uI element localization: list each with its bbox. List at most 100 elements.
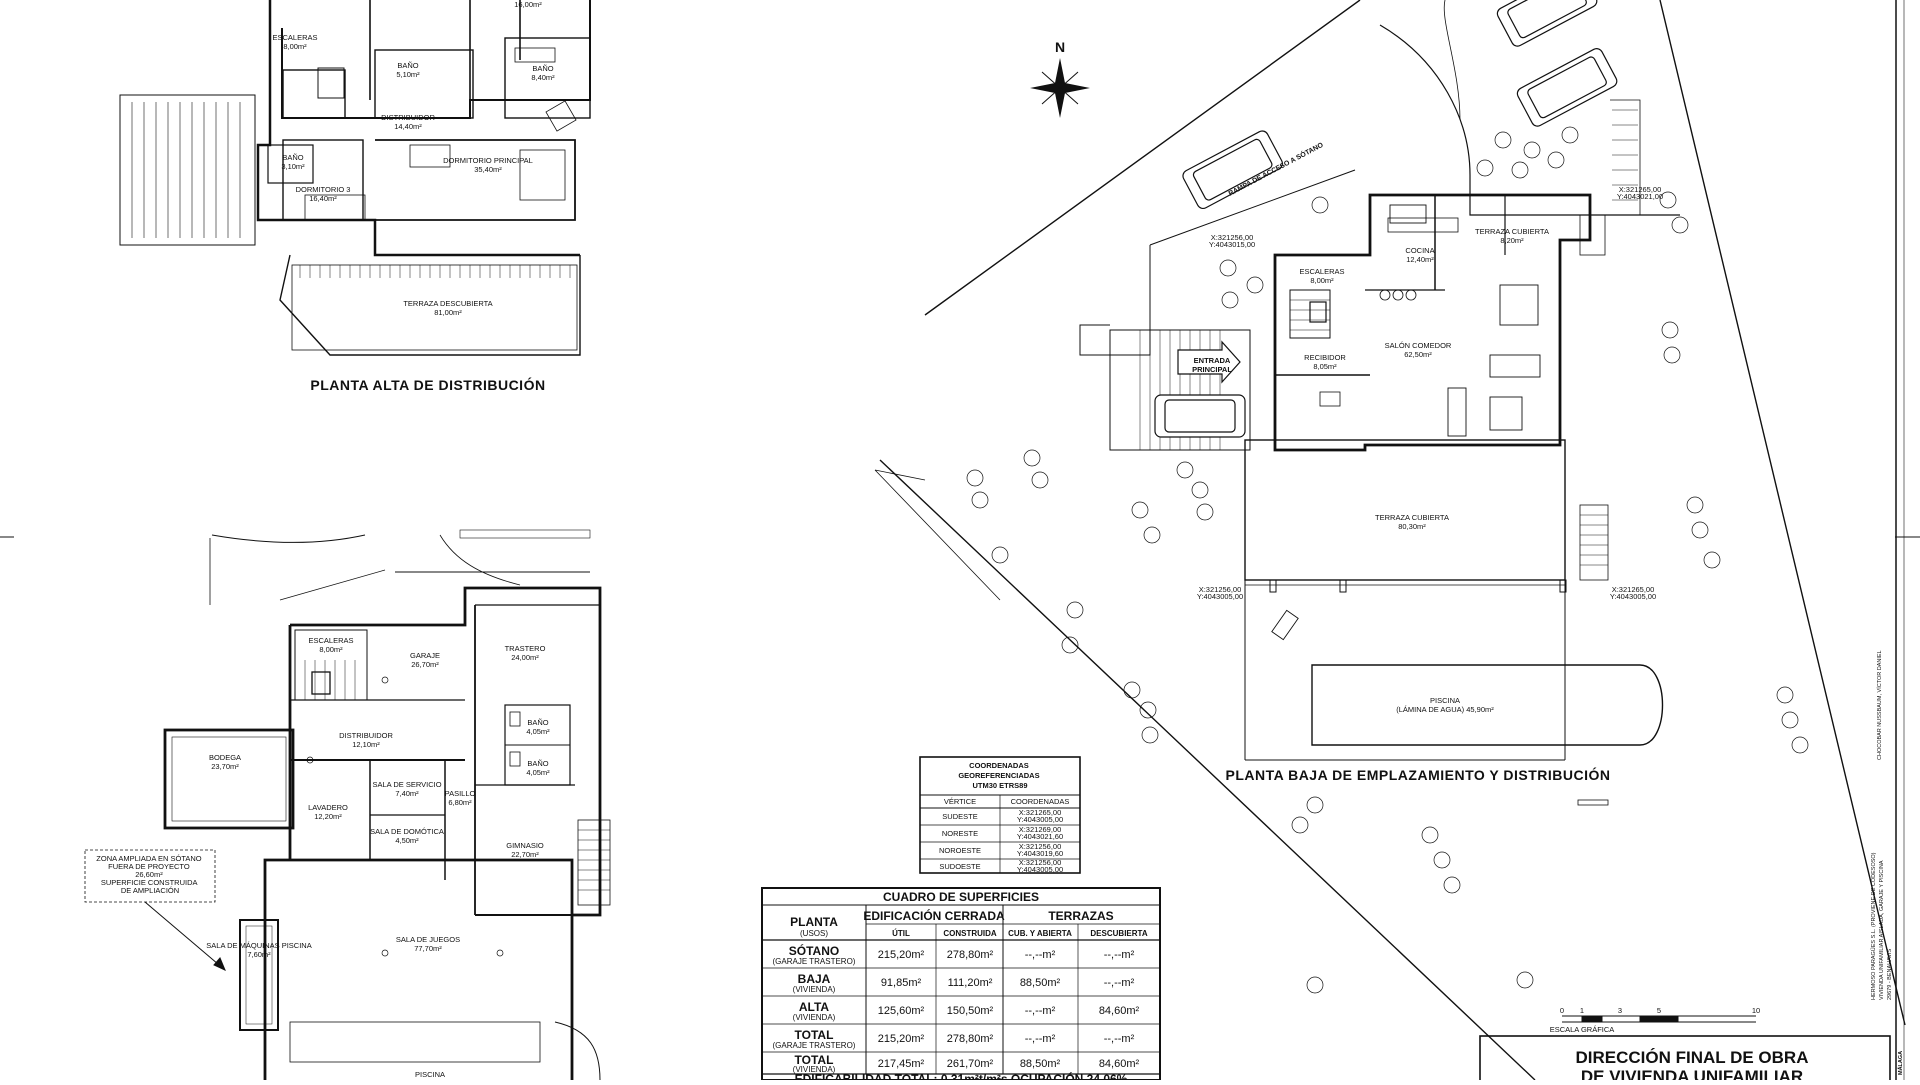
- upper-plan-title: PLANTA ALTA DE DISTRIBUCIÓN: [310, 376, 545, 393]
- svg-text:0: 0: [1560, 1006, 1564, 1015]
- svg-text:TOTAL: TOTAL: [795, 1028, 834, 1042]
- svg-text:88,50m²: 88,50m²: [1020, 1058, 1061, 1070]
- svg-text:ÚTIL: ÚTIL: [892, 929, 910, 938]
- svg-text:MÁLAGA: MÁLAGA: [1897, 1051, 1904, 1075]
- surface-row: TOTAL (GARAJE TRASTERO) 215,20m² 278,80m…: [773, 1028, 1135, 1050]
- svg-text:(GARAJE TRASTERO): (GARAJE TRASTERO): [773, 957, 856, 966]
- graphic-scale: 0 1 3 5 10 ESCALA GRÁFICA: [1550, 1006, 1760, 1034]
- surface-row: TOTAL (VIVIENDA) 217,45m² 261,70m² 88,50…: [793, 1053, 1140, 1074]
- surface-row: BAJA (VIVIENDA) 91,85m² 111,20m² 88,50m²…: [793, 972, 1135, 994]
- svg-text:CUB. Y ABIERTA: CUB. Y ABIERTA: [1008, 929, 1072, 938]
- trees: [966, 126, 1809, 994]
- svg-text:3: 3: [1618, 1006, 1622, 1015]
- svg-text:N: N: [1055, 39, 1065, 55]
- coordinates-table: COORDENADAS GEOREFERENCIADAS UTM30 ETRS8…: [919, 756, 1081, 874]
- svg-text:215,20m²: 215,20m²: [878, 1033, 925, 1045]
- svg-text:TOTAL: TOTAL: [795, 1053, 834, 1067]
- svg-text:BAJA: BAJA: [798, 972, 831, 986]
- svg-text:150,50m²: 150,50m²: [947, 1005, 994, 1017]
- svg-text:10: 10: [1752, 1006, 1760, 1015]
- svg-text:(VIVIENDA): (VIVIENDA): [793, 1065, 836, 1074]
- svg-text:(GARAJE TRASTERO): (GARAJE TRASTERO): [773, 1041, 856, 1050]
- svg-text:DESCUBIERTA: DESCUBIERTA: [1090, 929, 1147, 938]
- svg-text:NOROESTE: NOROESTE: [939, 846, 981, 855]
- svg-text:PLANTA: PLANTA: [790, 915, 838, 929]
- surface-row: SÓTANO (GARAJE TRASTERO) 215,20m² 278,80…: [773, 943, 1135, 966]
- svg-text:261,70m²: 261,70m²: [947, 1058, 994, 1070]
- svg-text:PISCINA: PISCINA: [415, 1070, 445, 1079]
- svg-text:TERRAZAS: TERRAZAS: [1048, 909, 1113, 923]
- north-arrow-icon: N: [1030, 39, 1090, 118]
- svg-text:ESCALA GRÁFICA: ESCALA GRÁFICA: [1550, 1025, 1615, 1034]
- svg-text:SUDOESTE: SUDOESTE: [939, 862, 980, 871]
- svg-text:--,--m²: --,--m²: [1104, 977, 1135, 989]
- svg-text:EDIFICACIÓN CERRADA: EDIFICACIÓN CERRADA: [863, 908, 1005, 923]
- svg-text:DORMITORIO 316,40m²: DORMITORIO 316,40m²: [296, 185, 351, 203]
- svg-text:--,--m²: --,--m²: [1104, 949, 1135, 961]
- side-info: HERMOSO PARAGÜES S.L. (PROVIENE DE CODES…: [1870, 650, 1904, 1075]
- svg-text:X:321256,00Y:4043019,60: X:321256,00Y:4043019,60: [1017, 842, 1063, 858]
- ground-plan-title: PLANTA BAJA DE EMPLAZAMIENTO Y DISTRIBUC…: [1225, 766, 1610, 783]
- svg-text:1: 1: [1580, 1006, 1584, 1015]
- svg-text:SÓTANO: SÓTANO: [789, 943, 839, 958]
- svg-text:(VIVIENDA): (VIVIENDA): [793, 1013, 836, 1022]
- svg-text:DE VIVIENDA UNIFAMILIAR: DE VIVIENDA UNIFAMILIAR: [1581, 1067, 1803, 1080]
- svg-text:X:321265,00Y:4043005,00: X:321265,00Y:4043005,00: [1017, 808, 1063, 824]
- svg-text:PISCINA(LÁMINA DE AGUA) 45,90m: PISCINA(LÁMINA DE AGUA) 45,90m²: [1396, 696, 1494, 714]
- svg-text:5: 5: [1657, 1006, 1661, 1015]
- svg-text:COORDENADAS GEOREFERENCI: COORDENADAS GEOREFERENCIADAS UTM30 ETRS8…: [958, 761, 1041, 790]
- svg-text:HERMOSO PARAGÜES S.L. (PROVIEN: HERMOSO PARAGÜES S.L. (PROVIENE DE CODES…: [1870, 852, 1877, 1000]
- svg-text:SUDESTE: SUDESTE: [942, 812, 977, 821]
- svg-text:X:321265,00Y:4043005,00: X:321265,00Y:4043005,00: [1610, 585, 1656, 601]
- svg-text:111,20m²: 111,20m²: [948, 977, 993, 989]
- svg-text:278,80m²: 278,80m²: [947, 949, 994, 961]
- svg-text:X:321269,00Y:4043021,60: X:321269,00Y:4043021,60: [1017, 825, 1063, 841]
- svg-text:84,60m²: 84,60m²: [1099, 1005, 1140, 1017]
- svg-text:(VIVIENDA): (VIVIENDA): [793, 985, 836, 994]
- surface-table: CUADRO DE SUPERFICIES PLANTA (USOS) EDIF…: [761, 887, 1161, 1085]
- svg-text:--,--m²: --,--m²: [1025, 1005, 1056, 1017]
- svg-text:--,--m²: --,--m²: [1104, 1033, 1135, 1045]
- svg-text:X:321256,00Y:4043005,00: X:321256,00Y:4043005,00: [1017, 858, 1063, 874]
- svg-text:91,85m²: 91,85m²: [881, 977, 922, 989]
- svg-text:217,45m²: 217,45m²: [878, 1058, 925, 1070]
- svg-text:CONSTRUIDA: CONSTRUIDA: [943, 929, 997, 938]
- svg-text:215,20m²: 215,20m²: [878, 949, 925, 961]
- svg-text:125,60m²: 125,60m²: [878, 1005, 925, 1017]
- svg-text:29679 - BENAHAVIS: 29679 - BENAHAVIS: [1887, 948, 1893, 1000]
- svg-text:88,50m²: 88,50m²: [1020, 977, 1061, 989]
- svg-text:84,60m²: 84,60m²: [1099, 1058, 1140, 1070]
- svg-text:CHOCOBAR NUSSBAUM, VÍCTOR DANI: CHOCOBAR NUSSBAUM, VÍCTOR DANIEL: [1876, 650, 1883, 760]
- svg-text:NORESTE: NORESTE: [942, 829, 978, 838]
- svg-text:CUADRO DE SUPERFICIES: CUADRO DE SUPERFICIES: [883, 890, 1039, 904]
- svg-text:DIRECCIÓN FINAL DE OBRA: DIRECCIÓN FINAL DE OBRA: [1576, 1048, 1809, 1067]
